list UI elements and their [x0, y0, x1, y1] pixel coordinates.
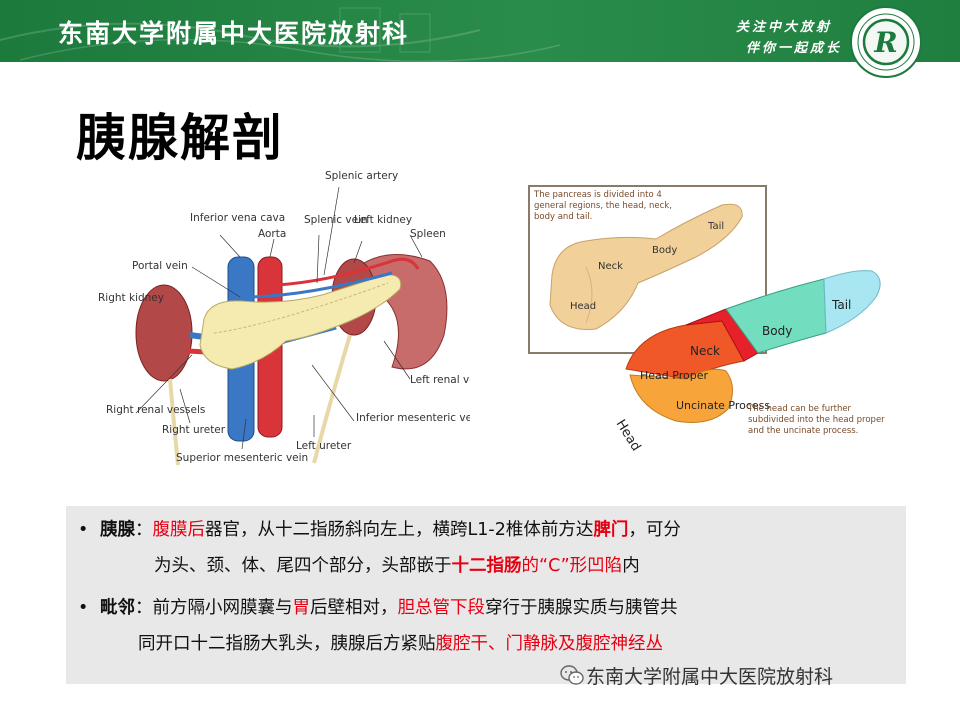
logo-letter: R [873, 26, 897, 59]
bullet-marker: • [78, 520, 89, 540]
highlight-stomach: 胃 [292, 598, 311, 618]
label-right-ureter: Right ureter [162, 424, 226, 436]
slogan-line-2: 伴你一起成长 [745, 41, 842, 56]
highlight-splenic-hilum: 脾门 [593, 520, 629, 540]
watermark-text: 东南大学附属中大医院放射科 [586, 666, 834, 688]
label-right-kidney: Right kidney [98, 292, 164, 304]
info-box: • 胰腺：腹膜后器官，从十二指肠斜向左上，横跨L1-2椎体前方达脾门，可分 为头… [66, 506, 906, 684]
label-left-kidney: Left kidney [354, 214, 412, 226]
highlight-duodenum: 十二指肠 [451, 556, 522, 576]
label-tail: Tail [831, 298, 851, 312]
highlight-distal-cbd: 胆总管下段 [397, 598, 486, 618]
regions-caption-top: The pancreas is divided into 4 general r… [534, 190, 672, 222]
label-head-rotated: Head [613, 417, 644, 454]
bullet-marker: • [78, 598, 89, 618]
label-inferior-vena-cava: Inferior vena cava [190, 212, 285, 224]
label-right-renal-vessels: Right renal vessels [106, 404, 205, 416]
hospital-logo: R [850, 6, 922, 78]
info-item-adjacent-line-1: 毗邻：前方隔小网膜囊与胃后壁相对，胆总管下段穿行于胰腺实质与胰管共 [100, 598, 678, 618]
hospital-department-title: 东南大学附属中大医院放射科 [58, 19, 410, 48]
label-inferior-mesenteric-vein: Inferior mesenteric vein [356, 412, 470, 424]
label-left-renal-vessels: Left renal vessels [410, 374, 470, 386]
pancreas-regions-illustration: The pancreas is divided into 4 general r… [526, 183, 898, 455]
highlight-retroperitoneal: 腹膜后 [152, 520, 206, 540]
label-tail-small: Tail [707, 221, 724, 232]
term-pancreas: 胰腺 [100, 520, 135, 540]
header-background-pattern [0, 7, 561, 62]
regions-caption-bottom: The head can be further subdivided into … [748, 404, 885, 436]
label-body: Body [762, 324, 792, 338]
slogan-line-1: 关注中大放射 [735, 20, 832, 35]
label-splenic-vein: Splenic vein [304, 214, 368, 226]
term-adjacent: 毗邻 [100, 598, 135, 618]
info-item-pancreas-line-2: 为头、颈、体、尾四个部分，头部嵌于十二指肠的“C”形凹陷内 [154, 556, 640, 576]
highlight-celiac-portal: 腹腔干、门静脉及腹腔神经丛 [435, 634, 664, 654]
label-superior-mesenteric-vein: Superior mesenteric vein [176, 452, 308, 464]
regions-drawing: Tail Body Neck Head Tail Body Neck Head … [549, 203, 881, 454]
label-body-small: Body [652, 245, 677, 256]
header-bar: 东南大学附属中大医院放射科 关注中大放射 伴你一起成长 [0, 0, 960, 62]
label-portal-vein: Portal vein [132, 260, 188, 272]
label-neck-small: Neck [598, 261, 623, 272]
pancreas-anatomy-illustration: Splenic artery Inferior vena cava Aorta … [98, 170, 470, 466]
label-splenic-artery: Splenic artery [325, 170, 398, 182]
info-item-adjacent-line-2: 同开口十二指肠大乳头，胰腺后方紧贴腹腔干、门静脉及腹腔神经丛 [138, 634, 664, 654]
label-spleen: Spleen [410, 228, 446, 240]
label-head-small: Head [570, 301, 596, 312]
page-title: 胰腺解剖 [76, 109, 284, 167]
wechat-icon [560, 665, 584, 685]
label-uncinate-process: Uncinate Process [676, 399, 770, 412]
label-head-proper: Head Proper [640, 369, 708, 382]
highlight-c-shape: 的“C”形凹陷 [521, 556, 623, 576]
info-item-pancreas-line-1: 胰腺：腹膜后器官，从十二指肠斜向左上，横跨L1-2椎体前方达脾门，可分 [100, 520, 681, 540]
label-aorta: Aorta [258, 228, 286, 240]
label-left-ureter: Left ureter [296, 440, 352, 452]
label-neck: Neck [690, 344, 720, 358]
